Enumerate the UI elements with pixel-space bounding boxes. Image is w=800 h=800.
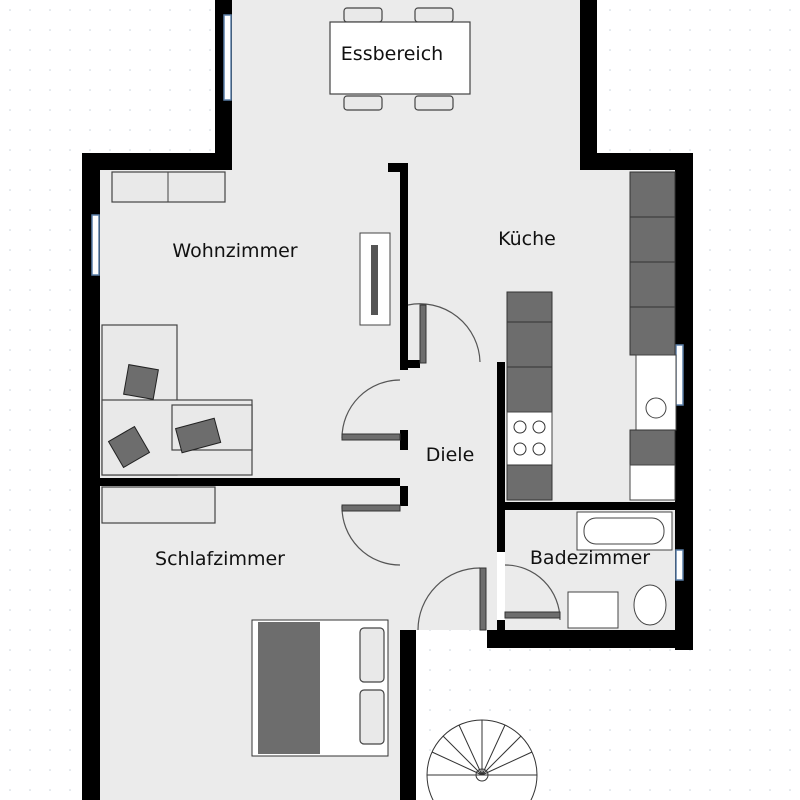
tv-stand [359,232,391,326]
window [223,14,232,101]
sideboard [111,171,226,203]
label-bathroom: Badezimmer [530,547,650,569]
label-kitchen: Küche [498,228,556,250]
label-bedroom: Schlafzimmer [155,548,285,570]
stove [506,411,553,466]
door-living[interactable] [341,379,401,439]
washbasin [567,591,619,629]
bed [251,619,389,757]
label-dining: Essbereich [341,43,443,65]
toilet [633,584,667,626]
door-entrance[interactable] [417,567,481,631]
doors [341,303,561,631]
window [91,214,100,276]
sink [635,354,677,431]
bathroom-fixtures [567,511,673,629]
window [675,344,684,406]
kitchen-counters [506,171,677,501]
door-bathroom[interactable] [504,564,561,621]
door-bedroom[interactable] [341,505,401,566]
wardrobe [101,486,216,524]
window [675,549,684,581]
label-living: Wohnzimmer [172,240,297,262]
sofa [101,324,253,476]
label-hall: Diele [426,444,475,466]
dining-table [329,7,471,111]
spiral-staircase [426,719,538,800]
door-kitchen[interactable] [407,303,481,363]
